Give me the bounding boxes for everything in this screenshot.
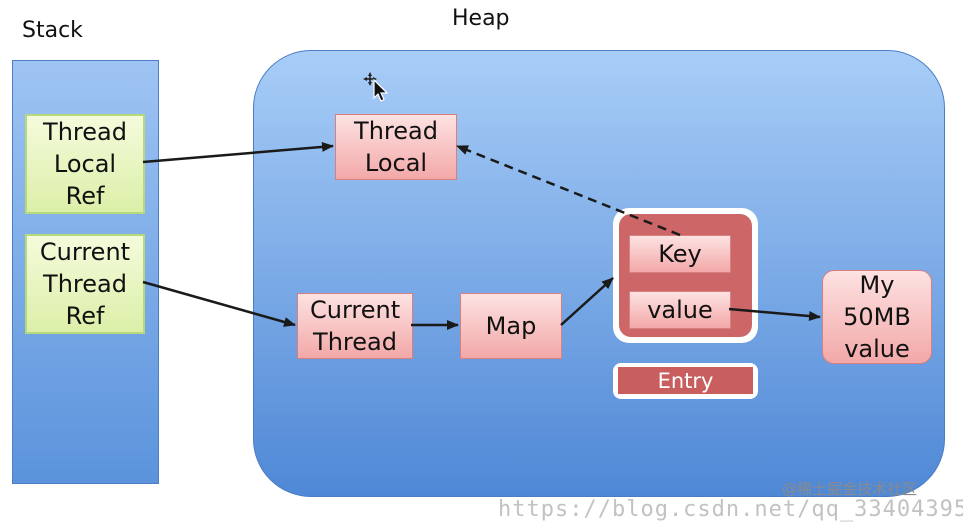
thread-local-ref-node: Thread Local Ref	[25, 114, 145, 214]
watermark-url: https://blog.csdn.net/qq_33404395	[498, 497, 963, 522]
current-thread-ref-label: Current Thread Ref	[39, 238, 131, 330]
map-label: Map	[485, 312, 537, 340]
arrow-value-to-50mb	[728, 307, 821, 322]
key-node: Key	[629, 235, 731, 273]
stack-title: Stack	[22, 18, 83, 43]
thread-local-label: Thread Local	[354, 117, 438, 177]
arrow-map-to-entry	[560, 277, 614, 326]
watermark-source: @稀土掘金技术社区	[782, 480, 918, 498]
move-cursor-icon	[363, 72, 389, 102]
arrow-key-to-thread-local-dashed	[456, 144, 681, 237]
key-label: Key	[658, 240, 702, 268]
map-node: Map	[460, 293, 562, 359]
my-50mb-value-node: My 50MB value	[822, 270, 932, 364]
current-thread-node: Current Thread	[297, 293, 413, 359]
value-node: value	[629, 291, 731, 329]
current-thread-ref-node: Current Thread Ref	[25, 234, 145, 334]
value-label: value	[647, 296, 713, 324]
arrow-stack-tl-to-heap-tl	[142, 141, 334, 164]
heap-title: Heap	[452, 6, 510, 31]
current-thread-label: Current Thread	[310, 296, 401, 356]
entry-label: Entry	[618, 367, 753, 394]
arrow-stack-ct-to-heap-ct	[142, 280, 296, 327]
my-50mb-value-label: My 50MB value	[843, 271, 911, 363]
thread-local-ref-label: Thread Local Ref	[43, 118, 127, 210]
